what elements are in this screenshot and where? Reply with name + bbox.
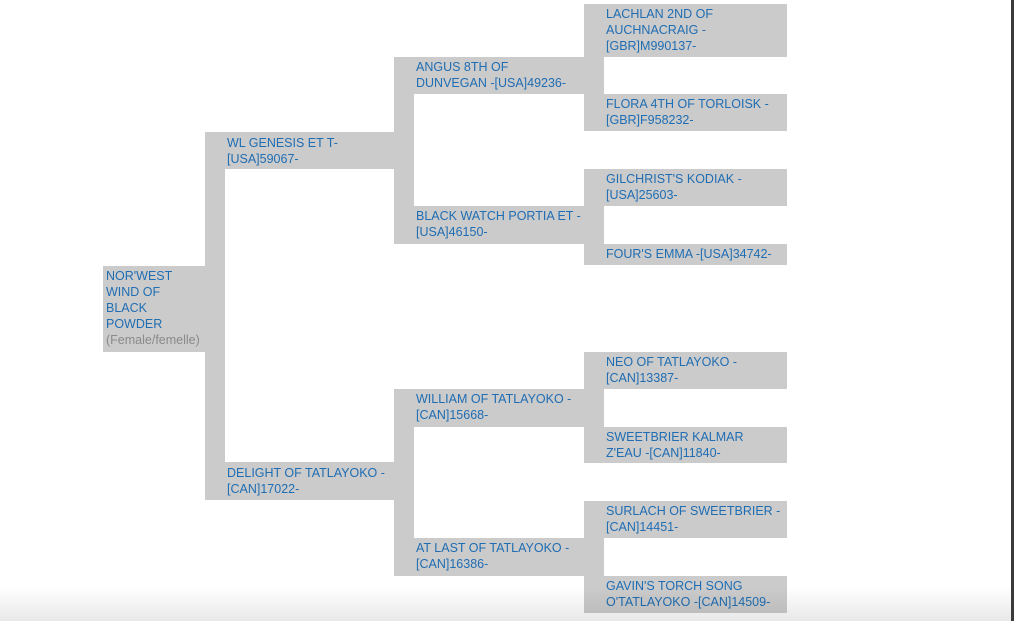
ancestor-link[interactable]: FLORA 4TH OF TORLOISK -[GBR]F958232- (606, 97, 769, 127)
subject-sex: (Female/femelle) (106, 333, 200, 347)
ancestor-box: SWEETBRIER KALMAR Z'EAU -[CAN]11840- (584, 427, 787, 463)
ancestor-link[interactable]: NEO OF TATLAYOKO -[CAN]13387- (606, 355, 738, 385)
dam-sire-box: WILLIAM OF TATLAYOKO -[CAN]15668- (394, 389, 604, 427)
sire-sire-box: ANGUS 8TH OF DUNVEGAN -[USA]49236- (394, 57, 604, 94)
ancestor-box: NEO OF TATLAYOKO -[CAN]13387- (584, 352, 787, 389)
ancestor-link[interactable]: FOUR'S EMMA -[USA]34742- (606, 247, 772, 261)
connector-gen1 (205, 132, 225, 500)
ancestor-box: FLORA 4TH OF TORLOISK -[GBR]F958232- (584, 94, 787, 131)
sire-link[interactable]: WL GENESIS ET T-[USA]59067- (227, 136, 338, 166)
window-edge (1011, 0, 1014, 621)
ancestor-box: LACHLAN 2ND OF AUCHNACRAIG -[GBR]M990137… (584, 4, 787, 57)
ancestor-link[interactable]: SURLACH OF SWEETBRIER -[CAN]14451- (606, 504, 781, 534)
ancestor-box: GAVIN'S TORCH SONG O'TATLAYOKO -[CAN]145… (584, 576, 787, 613)
connector-gen2-sire (394, 57, 414, 244)
ancestor-link[interactable]: SWEETBRIER KALMAR Z'EAU -[CAN]11840- (606, 430, 744, 460)
connector-gen2-dam (394, 389, 414, 576)
sire-box: WL GENESIS ET T-[USA]59067- (205, 132, 394, 169)
sire-sire-link[interactable]: ANGUS 8TH OF DUNVEGAN -[USA]49236- (416, 60, 567, 90)
dam-box: DELIGHT OF TATLAYOKO -[CAN]17022- (205, 462, 394, 500)
dam-link[interactable]: DELIGHT OF TATLAYOKO -[CAN]17022- (227, 466, 385, 496)
subject-box: NOR'WEST WIND OF BLACK POWDER (Female/fe… (103, 266, 205, 352)
dam-dam-box: AT LAST OF TATLAYOKO -[CAN]16386- (394, 538, 604, 576)
subject-name-link[interactable]: NOR'WEST WIND OF BLACK POWDER (106, 269, 173, 331)
sire-dam-link[interactable]: BLACK WATCH PORTIA ET -[USA]46150- (416, 209, 581, 239)
ancestor-box: SURLACH OF SWEETBRIER -[CAN]14451- (584, 501, 787, 538)
ancestor-box: GILCHRIST'S KODIAK -[USA]25603- (584, 169, 787, 206)
ancestor-box: FOUR'S EMMA -[USA]34742- (584, 244, 787, 265)
bottom-shadow (0, 587, 1011, 621)
ancestor-link[interactable]: GILCHRIST'S KODIAK -[USA]25603- (606, 172, 742, 202)
dam-dam-link[interactable]: AT LAST OF TATLAYOKO -[CAN]16386- (416, 541, 570, 571)
ancestor-link[interactable]: LACHLAN 2ND OF AUCHNACRAIG -[GBR]M990137… (606, 7, 713, 53)
ancestor-link[interactable]: GAVIN'S TORCH SONG O'TATLAYOKO -[CAN]145… (606, 579, 771, 609)
dam-sire-link[interactable]: WILLIAM OF TATLAYOKO -[CAN]15668- (416, 392, 572, 422)
sire-dam-box: BLACK WATCH PORTIA ET -[USA]46150- (394, 206, 604, 244)
